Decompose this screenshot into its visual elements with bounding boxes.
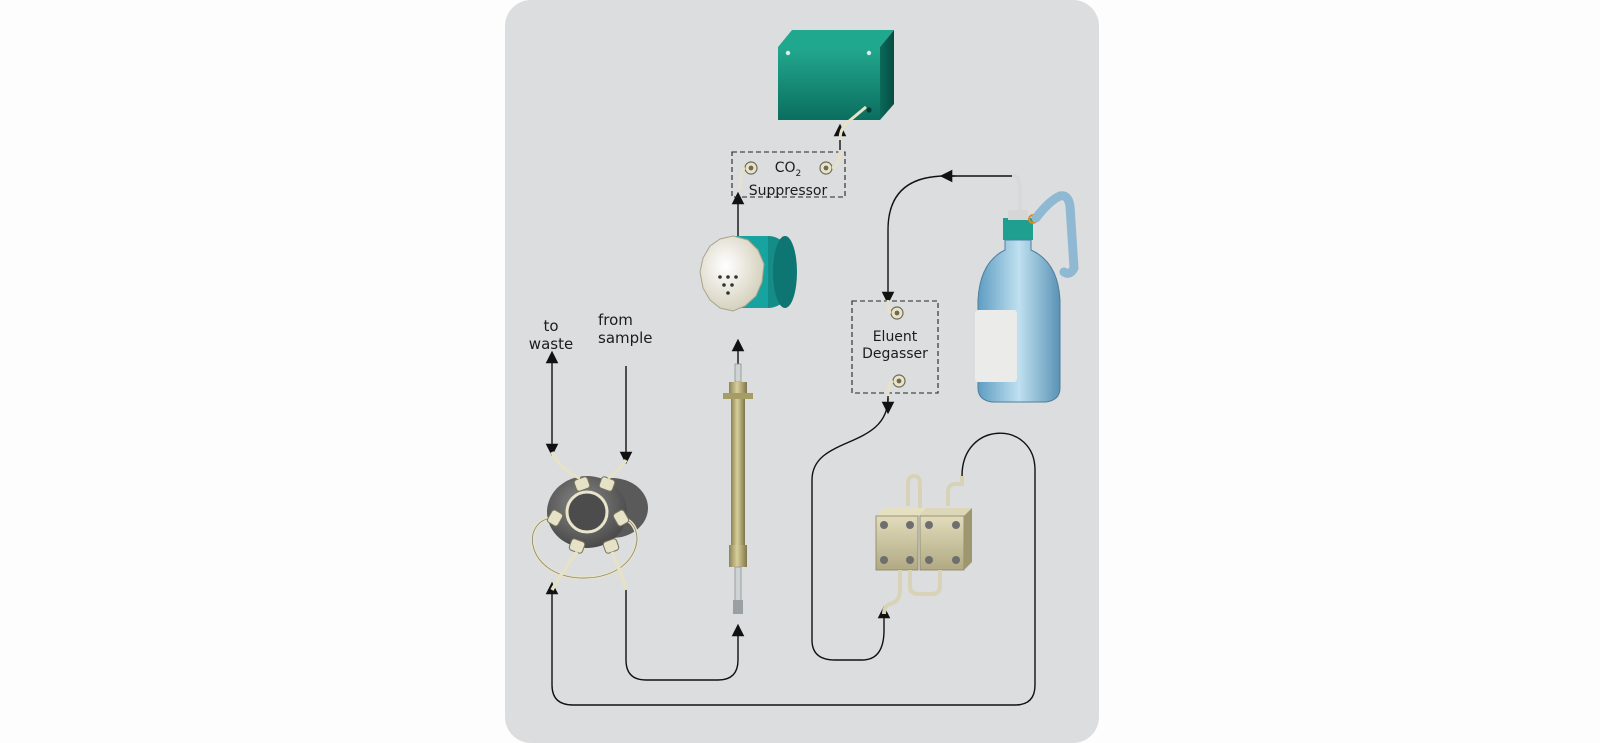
valve-to-column-line — [625, 588, 745, 681]
degasser-box — [851, 299, 939, 397]
fitting-icon — [738, 149, 842, 191]
suppressor-icon — [699, 235, 797, 312]
pump-to-valve-line — [545, 432, 1036, 706]
injection-valve-icon — [530, 451, 648, 591]
high-pressure-pump-icon — [875, 473, 972, 615]
fitting-icon — [886, 299, 906, 397]
to-waste-label: to waste — [528, 317, 574, 353]
detector-icon — [778, 30, 894, 141]
co2-suppressor-label: CO2 Suppressor — [748, 160, 828, 199]
degasser-to-pump-line — [811, 397, 891, 661]
from-sample-label: from sample — [598, 311, 653, 347]
separation-column-icon — [723, 363, 753, 614]
co2-suppressor-box — [731, 149, 846, 198]
eluent-degasser-label: Eluent Degasser — [862, 329, 928, 362]
eluent-bottle-icon — [975, 174, 1079, 403]
